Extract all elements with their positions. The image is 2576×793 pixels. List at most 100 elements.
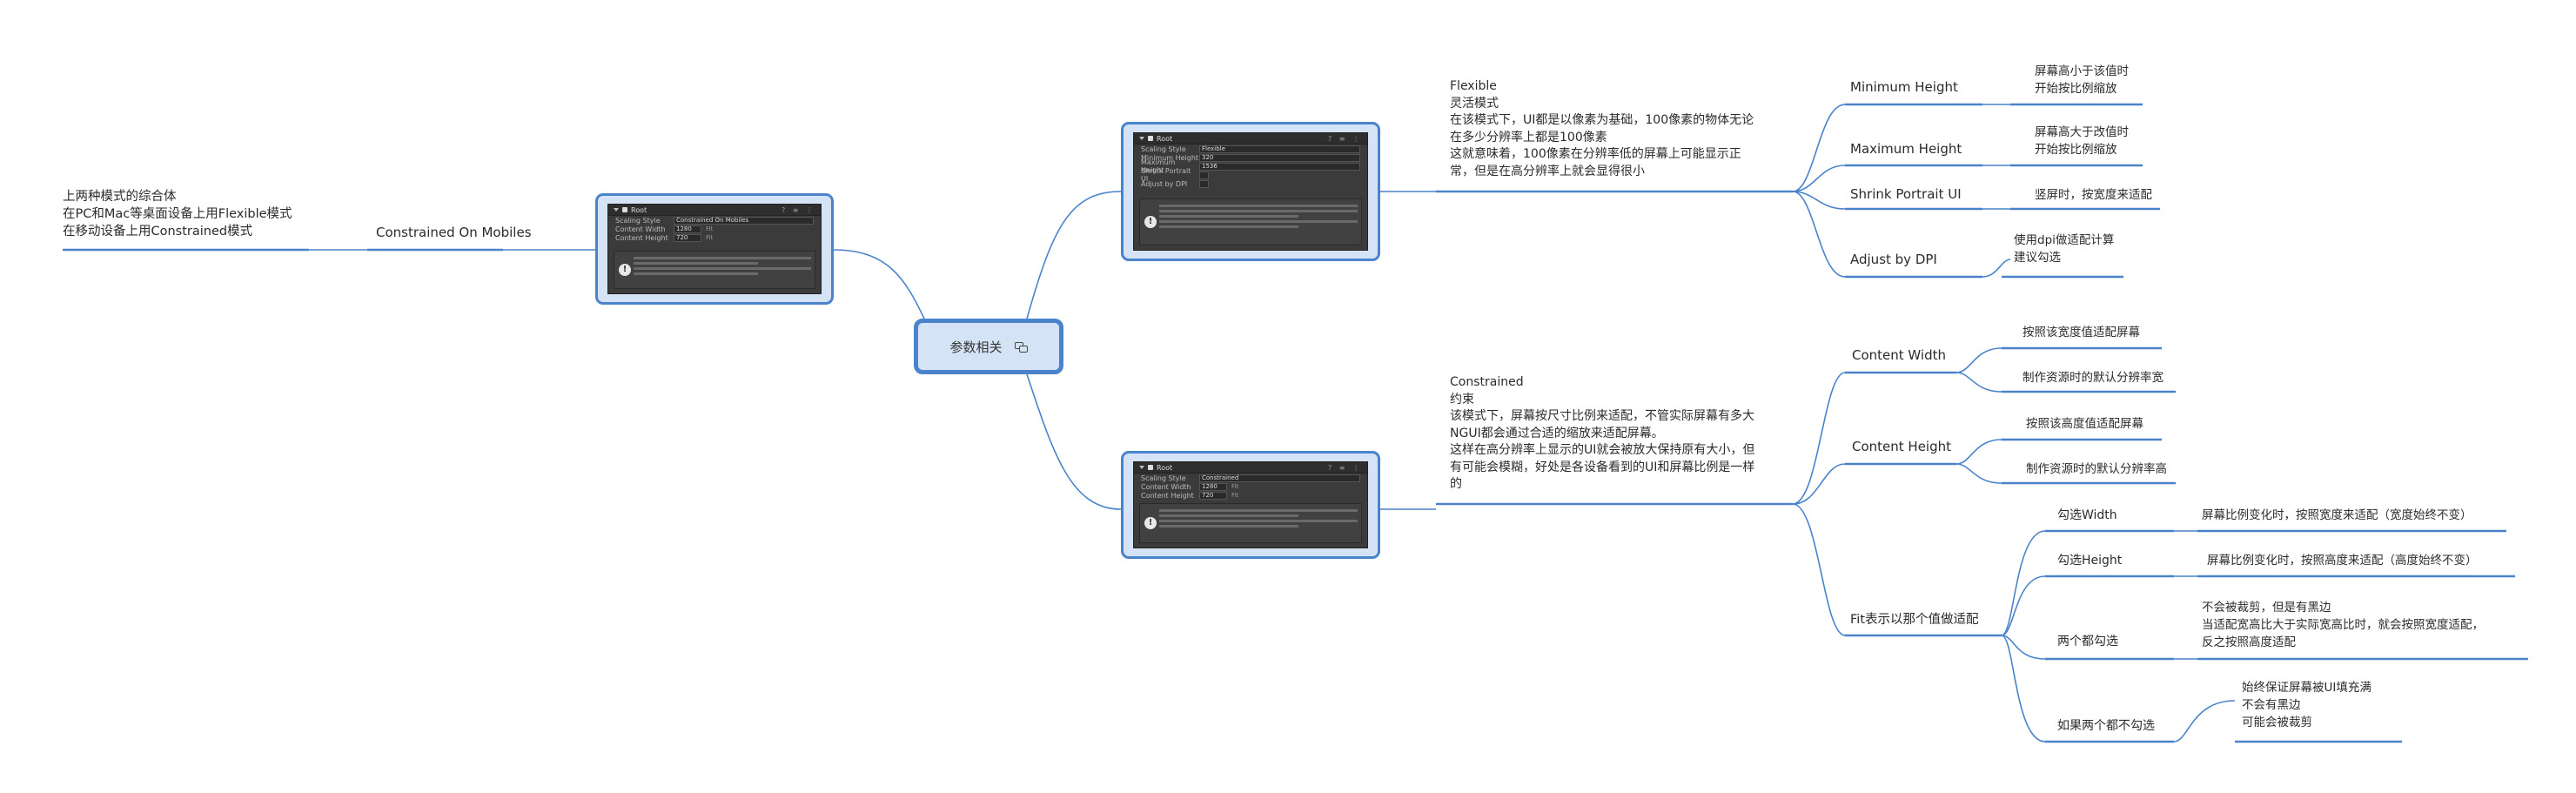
row-key: Adjust by DPI [1141,179,1188,188]
flexible-shrink-portrait-ui[interactable]: Shrink Portrait UI [1850,185,1962,203]
detail-line: 开始按比例缩放 [2035,82,2117,96]
detail-line: 制作资源时的默认分辨率高 [2026,462,2167,476]
flexible-maximum-height[interactable]: Maximum Height [1850,140,1962,158]
topic-label: Minimum Height [1850,79,1958,95]
linked-copy-icon [1014,341,1028,353]
row-value: Constrained [1199,474,1360,482]
adjust-by-dpi-detail[interactable]: 使用dpi做适配计算 建议勾选 [2014,232,2114,266]
constrained-on-mobiles-note[interactable]: 上两种模式的综合体 在PC和Mac等桌面设备上用Flexible模式 在移动设备… [63,188,292,240]
description-line: 有可能会模糊，好处是各设备看到的UI和屏幕比例是一样 [1450,460,1755,474]
warning-icon: ! [1144,216,1157,228]
inspector-header: Root [1157,134,1173,143]
shrink-portrait-ui-detail[interactable]: 竖屏时，按宽度来适配 [2035,186,2152,204]
detail-line: 屏幕高大于改值时 [2035,125,2129,139]
description-line: NGUI都会通过合适的缩放来适配屏幕。 [1450,426,1664,440]
fit-height-detail[interactable]: 屏幕比例变化时，按照高度来适配（高度始终不变） [2207,552,2478,569]
help-box: ! [614,251,815,289]
content-width-topic[interactable]: Content Width [1852,346,1946,364]
detail-line: 始终保证屏幕被UI填充满 [2242,681,2371,695]
root-topic-label: 参数相关 [949,339,1003,355]
root-topic[interactable]: 参数相关 [914,319,1063,374]
description-line: 灵活模式 [1450,96,1499,111]
topic-label: Fit表示以那个值做适配 [1850,613,1979,627]
topic-label: 勾选Width [2057,508,2117,522]
detail-line: 建议勾选 [2014,251,2061,265]
description-line: Flexible [1450,79,1497,93]
content-width-detail[interactable]: 按照该宽度值适配屏幕 [2023,324,2140,341]
description-line: 这就意味着，100像素在分辨率低的屏幕上可能显示正 [1450,147,1741,161]
row-key: Scaling Style [1141,474,1186,482]
topic-label: Shrink Portrait UI [1850,186,1962,202]
content-height-detail[interactable]: 制作资源时的默认分辨率高 [2026,460,2167,478]
help-box: ! [1139,198,1362,245]
description-line: 的 [1450,477,1462,491]
row-value: 720 [1199,491,1227,500]
row-key: Shrink Portrait UI [1141,167,1191,183]
detail-line: 制作资源时的默认分辨率宽 [2023,371,2163,385]
fit-both-detail[interactable]: 不会被裁剪，但是有黑边 当适配宽高比大于实际宽高比时，就会按照宽度适配， 反之按… [2202,599,2484,651]
content-height-topic[interactable]: Content Height [1852,438,1951,455]
row-key: Maximum Height [1141,158,1176,174]
flexible-adjust-by-dpi[interactable]: Adjust by DPI [1850,251,1937,268]
fit-check-none[interactable]: 如果两个都不勾选 [2057,717,2155,735]
row-value: 320 [1199,153,1360,162]
description-line: 在该模式下，UI都是以像素为基础，100像素的物体无论 [1450,113,1754,127]
row-key: Scaling Style [1141,144,1186,153]
warning-icon: ! [1144,517,1157,529]
row-value: Constrained On Mobiles [674,216,814,225]
row-value: 1280 [1199,482,1227,491]
row-key: Scaling Style [615,216,661,225]
row-value: Flexible [1199,144,1360,153]
flexible-minimum-height[interactable]: Minimum Height [1850,78,1958,96]
topic-label: 两个都勾选 [2057,635,2118,649]
constrained-on-mobiles-topic[interactable]: Constrained On Mobiles [376,224,532,241]
topic-label: Content Height [1852,439,1952,454]
maximum-height-detail[interactable]: 屏幕高大于改值时 开始按比例缩放 [2035,124,2129,158]
description-line: 常，但是在高分辨率上就会显得很小 [1450,164,1645,178]
description-line: 该模式下，屏幕按尺寸比例来适配，不管实际屏幕有多大 [1450,409,1754,423]
detail-line: 按照该宽度值适配屏幕 [2023,326,2140,339]
detail-line: 使用dpi做适配计算 [2014,233,2115,247]
fit-check-width[interactable]: 勾选Width [2057,507,2117,524]
row-key: Content Height [615,233,668,242]
detail-line: 反之按照高度适配 [2202,635,2296,649]
topic-label: Adjust by DPI [1850,252,1937,267]
help-box: ! [1139,503,1362,543]
fit-width-detail[interactable]: 屏幕比例变化时，按照宽度来适配（宽度始终不变） [2202,507,2472,524]
fit-none-detail[interactable]: 始终保证屏幕被UI填充满 不会有黑边 可能会被裁剪 [2242,679,2371,731]
row-unit: Fit [706,234,714,241]
fit-topic[interactable]: Fit表示以那个值做适配 [1850,611,1979,628]
minimum-height-detail[interactable]: 屏幕高小于该值时 开始按比例缩放 [2035,63,2129,97]
row-key: Minimum Height [1141,153,1199,162]
topic-label: Maximum Height [1850,141,1962,157]
fit-check-height[interactable]: 勾选Height [2057,552,2122,569]
detail-line: 按照该高度值适配屏幕 [2026,417,2143,431]
inspector-header: Root [631,205,647,214]
row-unit: Fit [1231,483,1239,490]
detail-line: 不会有黑边 [2242,698,2301,712]
note-line: 在PC和Mac等桌面设备上用Flexible模式 [63,207,292,221]
detail-line: 可能会被裁剪 [2242,716,2312,729]
row-key: Content Height [1141,491,1194,500]
warning-icon: ! [619,264,631,276]
constrained-description[interactable]: Constrained 约束 该模式下，屏幕按尺寸比例来适配，不管实际屏幕有多大… [1450,374,1754,494]
content-width-detail[interactable]: 制作资源时的默认分辨率宽 [2023,369,2163,386]
row-checkbox [1199,171,1209,179]
content-height-detail[interactable]: 按照该高度值适配屏幕 [2026,415,2143,433]
description-line: 这样在高分辨率上显示的UI就会被放大保持原有大小，但 [1450,443,1755,457]
row-unit: Fit [1231,492,1239,499]
fit-check-both[interactable]: 两个都勾选 [2057,633,2118,650]
flexible-description[interactable]: Flexible 灵活模式 在该模式下，UI都是以像素为基础，100像素的物体无… [1450,78,1754,180]
row-unit: Fit [706,225,714,232]
topic-label: Content Width [1852,347,1947,363]
topic-label: 如果两个都不勾选 [2057,719,2155,733]
note-line: 在移动设备上用Constrained模式 [63,225,253,239]
row-key: Content Width [1141,482,1191,491]
